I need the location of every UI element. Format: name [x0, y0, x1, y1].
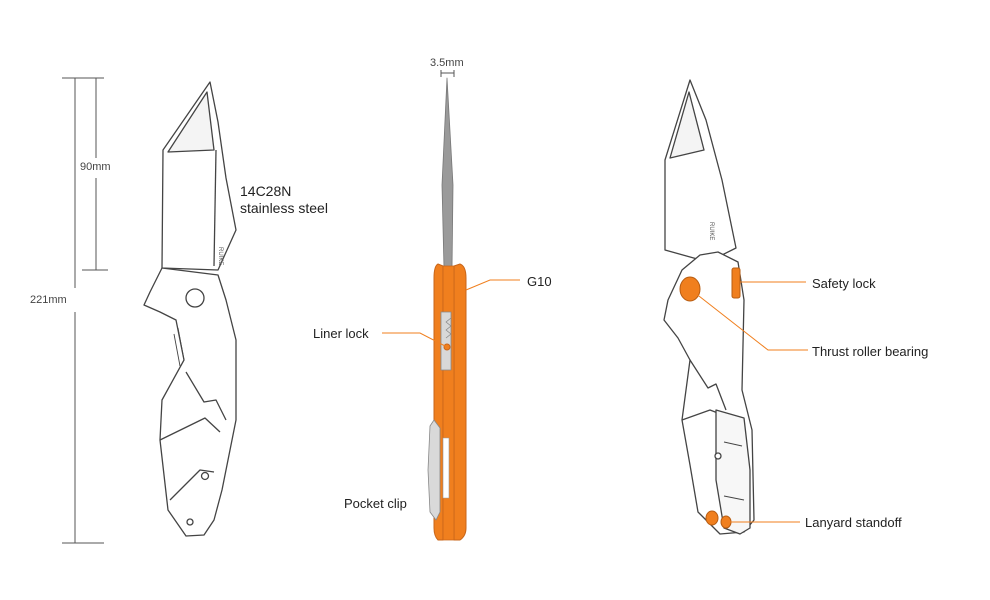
blade-logo-right: RUIKE — [708, 222, 714, 240]
blade-spine — [441, 77, 454, 269]
handle-inlay-line-2 — [159, 417, 221, 441]
g10-label: G10 — [527, 274, 552, 289]
blade-outline-right — [664, 79, 737, 263]
knife-clip-side-view — [663, 79, 755, 535]
handle-jimping — [173, 327, 185, 367]
thickness-markers — [440, 70, 455, 77]
blade-bevel-right — [669, 91, 705, 159]
pocket-clip-right — [715, 409, 751, 535]
blade-tanto-bevel — [167, 91, 215, 153]
leader-thrust-bearing — [689, 288, 808, 351]
liner-lock-label: Liner lock — [313, 326, 369, 341]
blade-steel-type: stainless steel — [240, 200, 328, 216]
handle-inlay-line-3 — [169, 469, 215, 501]
liner-lock-detent — [445, 317, 452, 339]
pocket-clip-label: Pocket clip — [344, 496, 407, 511]
safety-lock-switch — [731, 267, 741, 299]
liner-lock-bar — [440, 311, 452, 371]
blade-outline — [161, 81, 237, 271]
lanyard-screw — [186, 518, 194, 526]
blade-logo-left: RUIKE — [217, 247, 223, 265]
knife-side-view — [143, 81, 237, 537]
leader-liner-lock — [382, 332, 448, 348]
blade-steel-grade: 14C28N — [240, 183, 292, 199]
handle-screw — [200, 471, 210, 481]
blade-spine-line — [213, 149, 217, 267]
pivot-screw — [185, 288, 205, 308]
clip-screw — [714, 452, 722, 460]
blade-thickness-label: 3.5mm — [430, 57, 464, 69]
leader-g10 — [465, 279, 520, 291]
spine-window — [442, 437, 450, 499]
handle-outline — [143, 267, 237, 537]
dimension-lines — [62, 77, 108, 544]
overall-length-label: 221mm — [30, 294, 67, 306]
safety-lock-label: Safety lock — [812, 276, 876, 291]
clip-line-2 — [723, 495, 745, 501]
thrust-bearing-label: Thrust roller bearing — [812, 344, 929, 359]
handle-inlay-line-1 — [185, 371, 227, 421]
pocket-clip — [427, 419, 441, 521]
lanyard-standoff-label: Lanyard standoff — [805, 515, 902, 530]
callout-leaders — [382, 279, 808, 523]
lanyard-standoff-part-1 — [705, 510, 719, 526]
handle-back-spacer — [442, 265, 455, 541]
clip-line-1 — [723, 441, 743, 447]
knife-spine-view — [427, 70, 467, 541]
blade-length-label: 90mm — [80, 161, 111, 173]
g10-scale-right — [453, 263, 467, 541]
